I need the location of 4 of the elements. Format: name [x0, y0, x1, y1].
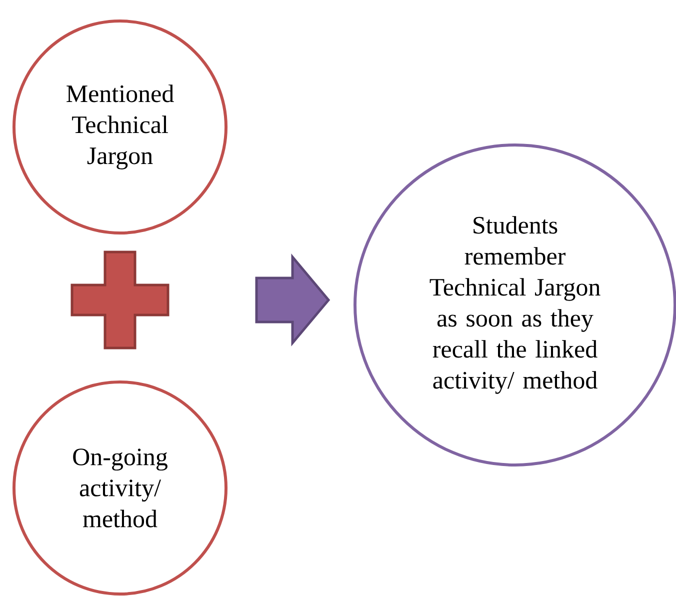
circle-node: On-going activity/ method: [12, 380, 228, 596]
block-arrow: [255, 254, 330, 346]
plus-sign: [70, 250, 170, 350]
circle-node: Mentioned Technical Jargon: [12, 20, 228, 234]
